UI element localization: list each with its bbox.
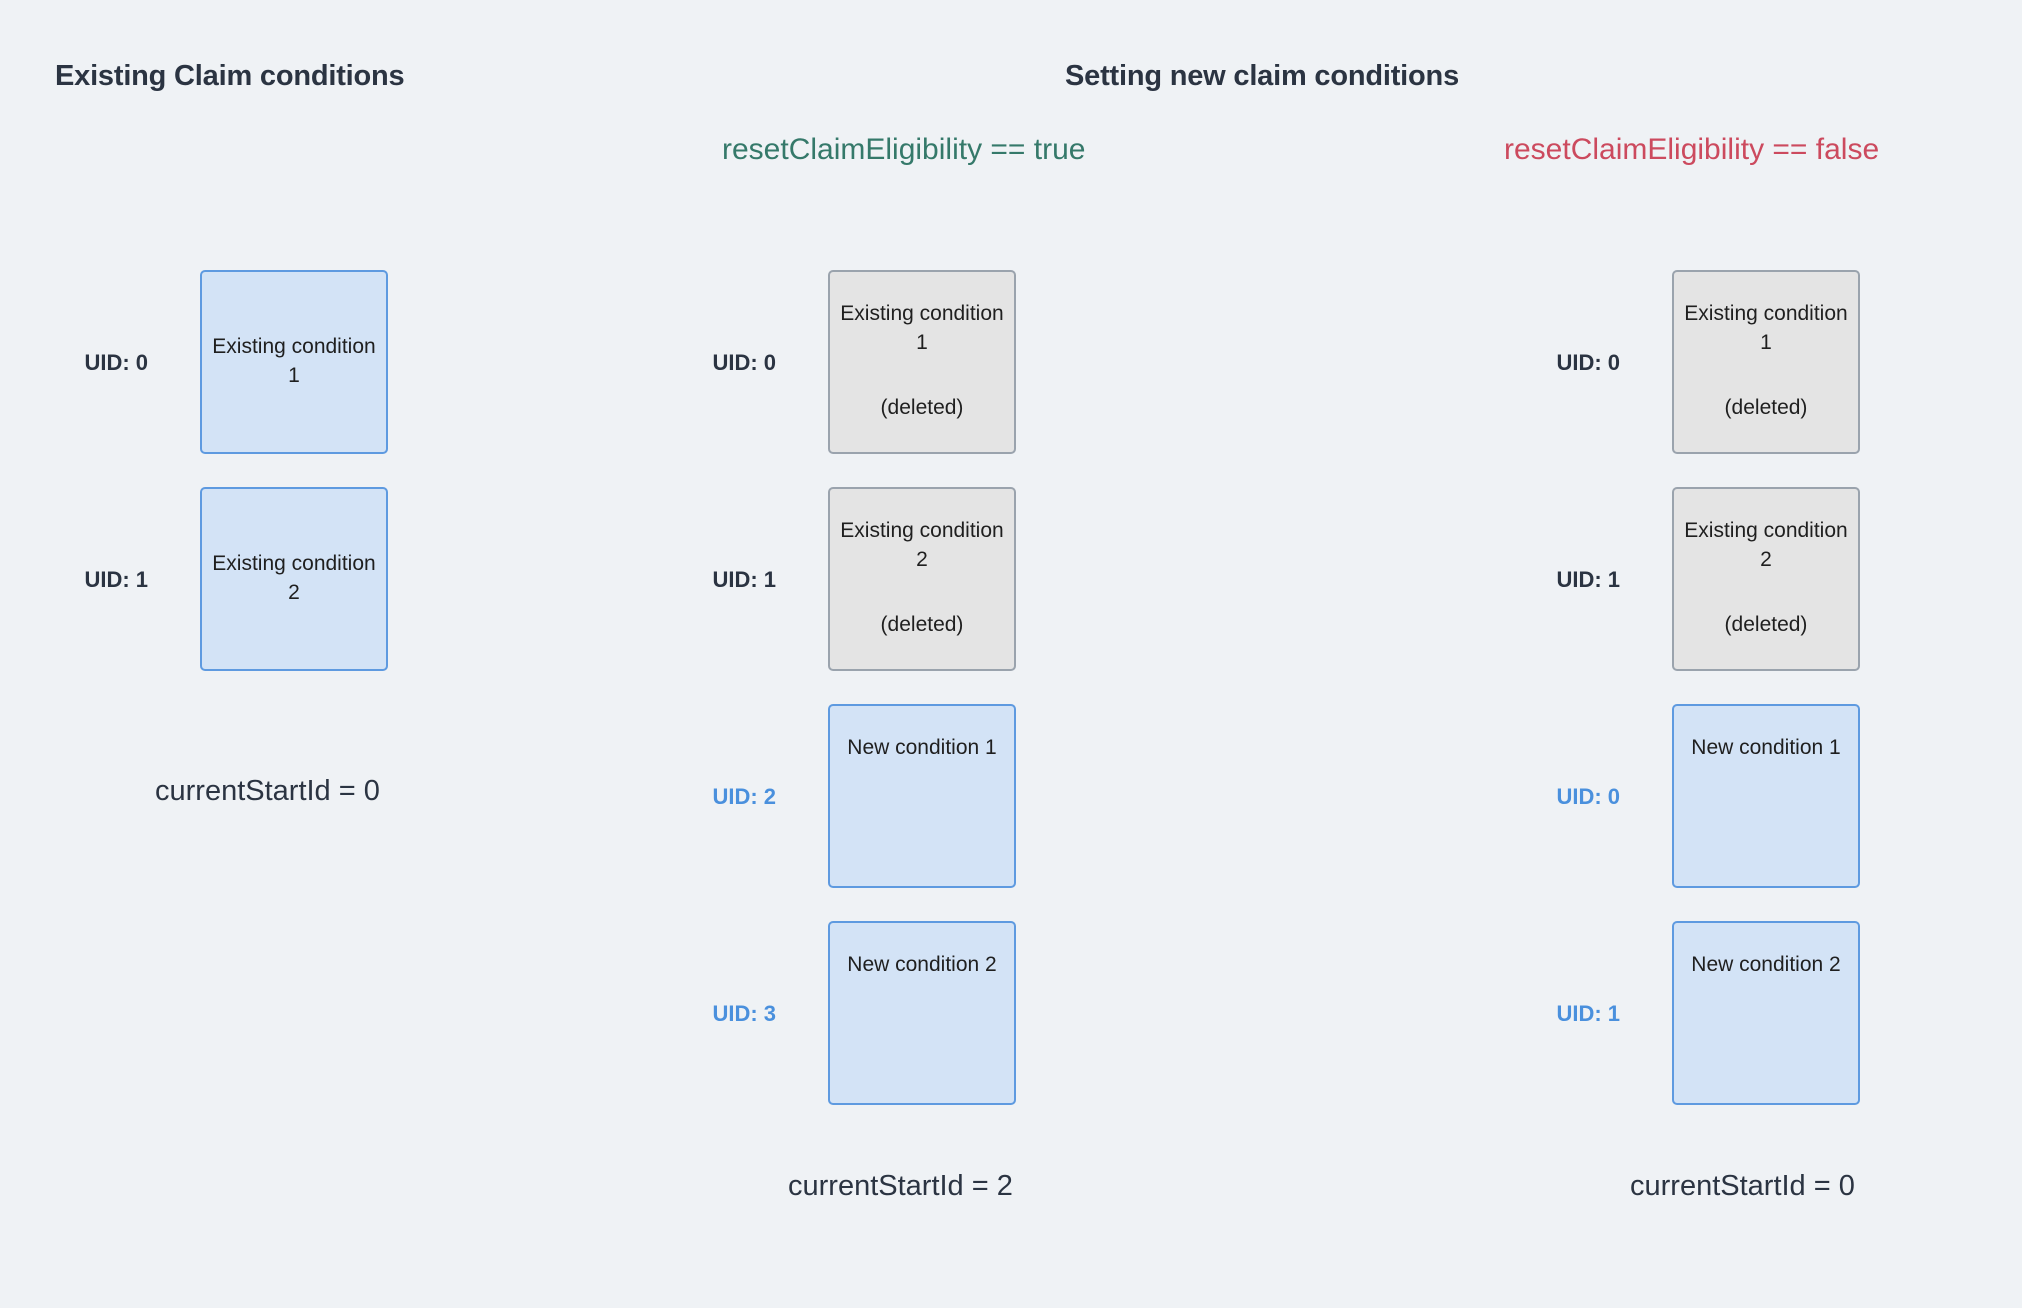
current-start-id-reset-true: currentStartId = 2 bbox=[788, 1170, 1013, 1202]
condition-box: Existing condition 1 (deleted) bbox=[828, 270, 1016, 454]
page-title-existing-claim-conditions: Existing Claim conditions bbox=[55, 60, 405, 92]
uid-label: UID: 0 bbox=[1556, 350, 1620, 375]
condition-box-status: (deleted) bbox=[1724, 395, 1808, 419]
current-start-id-existing: currentStartId = 0 bbox=[155, 775, 380, 807]
condition-box: Existing condition 2 bbox=[200, 487, 388, 671]
condition-box-title: Existing condition 2 bbox=[840, 519, 1004, 571]
condition-box: New condition 2 bbox=[828, 921, 1016, 1105]
condition-box: New condition 1 bbox=[828, 704, 1016, 888]
condition-box: Existing condition 2 (deleted) bbox=[828, 487, 1016, 671]
condition-box: Existing condition 1 bbox=[200, 270, 388, 454]
condition-header-reset-false: resetClaimEligibility == false bbox=[1504, 133, 1880, 166]
condition-box: Existing condition 1 (deleted) bbox=[1672, 270, 1860, 454]
condition-box-title: Existing condition 2 bbox=[212, 552, 376, 604]
uid-label: UID: 1 bbox=[1556, 567, 1620, 592]
uid-label: UID: 1 bbox=[84, 567, 148, 592]
condition-box-status: (deleted) bbox=[880, 395, 964, 419]
condition-box-title: Existing condition 2 bbox=[1684, 519, 1848, 571]
condition-box-title: Existing condition 1 bbox=[840, 302, 1004, 354]
page-title-setting-new-claim-conditions: Setting new claim conditions bbox=[1065, 60, 1459, 92]
condition-box-title: New condition 2 bbox=[847, 953, 997, 976]
uid-label: UID: 1 bbox=[712, 567, 776, 592]
condition-box: New condition 2 bbox=[1672, 921, 1860, 1105]
uid-label: UID: 1 bbox=[1556, 1001, 1620, 1026]
condition-box-status: (deleted) bbox=[1724, 612, 1808, 636]
uid-label: UID: 3 bbox=[712, 1001, 776, 1026]
condition-box-status: (deleted) bbox=[880, 612, 964, 636]
current-start-id-reset-false: currentStartId = 0 bbox=[1630, 1170, 1855, 1202]
uid-label: UID: 0 bbox=[84, 350, 148, 375]
condition-box: Existing condition 2 (deleted) bbox=[1672, 487, 1860, 671]
condition-box-title: New condition 2 bbox=[1691, 953, 1841, 976]
uid-label: UID: 2 bbox=[712, 784, 776, 809]
uid-label: UID: 0 bbox=[712, 350, 776, 375]
uid-label: UID: 0 bbox=[1556, 784, 1620, 809]
condition-box-title: Existing condition 1 bbox=[212, 335, 376, 387]
condition-box-title: Existing condition 1 bbox=[1684, 302, 1848, 354]
condition-box-title: New condition 1 bbox=[1691, 736, 1841, 759]
condition-box: New condition 1 bbox=[1672, 704, 1860, 888]
condition-header-reset-true: resetClaimEligibility == true bbox=[722, 133, 1086, 166]
condition-box-title: New condition 1 bbox=[847, 736, 997, 759]
